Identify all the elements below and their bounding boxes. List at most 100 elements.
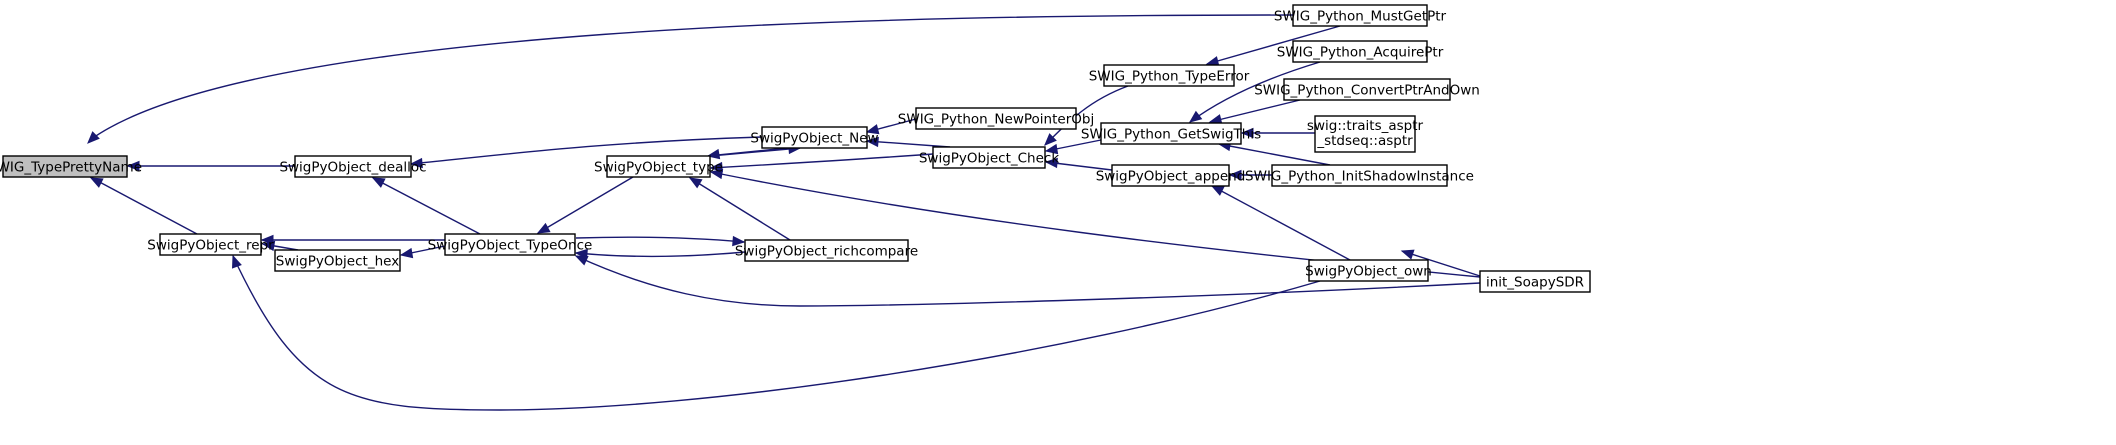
node-newptr[interactable]: SWIG_Python_NewPointerObj bbox=[898, 107, 1094, 130]
node-box bbox=[1314, 115, 1416, 153]
node-label: init_SoapySDR bbox=[1486, 275, 1584, 291]
edge-repr-to-pretty bbox=[89, 177, 198, 235]
edge-line bbox=[866, 140, 951, 148]
edge-line bbox=[689, 177, 791, 241]
node-own[interactable]: SwigPyObject_own bbox=[1305, 259, 1432, 282]
edge-type-to-typeonce bbox=[536, 176, 634, 234]
node-box bbox=[1479, 270, 1591, 293]
edge-line bbox=[575, 251, 746, 257]
edge-newptr-to-new bbox=[865, 118, 917, 135]
edge-init-to-typeonce bbox=[574, 255, 1481, 307]
edge-line bbox=[1401, 250, 1481, 277]
edge-typeerror-to-check bbox=[1044, 85, 1129, 146]
node-box bbox=[606, 155, 711, 178]
edge-check-to-new bbox=[865, 136, 951, 148]
node-box bbox=[915, 107, 1077, 130]
node-acquire[interactable]: SWIG_Python_AcquirePtr bbox=[1277, 40, 1444, 63]
edge-line bbox=[1209, 99, 1301, 123]
edge-dealloc-to-pretty bbox=[126, 160, 295, 172]
edge-line bbox=[372, 177, 481, 235]
node-label: SwigPyObject_TypeOnce bbox=[428, 238, 593, 254]
edge-acquire-to-getswig bbox=[1188, 61, 1321, 123]
edge-arrowhead bbox=[1210, 185, 1225, 196]
edge-initshadow-to-getswig bbox=[1217, 140, 1331, 166]
node-box bbox=[1292, 4, 1428, 27]
edge-arrowhead bbox=[399, 247, 414, 259]
edge-line bbox=[575, 255, 1481, 307]
node-label: SwigPyObject_Check bbox=[919, 151, 1059, 167]
edge-line bbox=[91, 177, 198, 235]
node-label: SWIG_TypePrettyName bbox=[0, 160, 142, 176]
edge-own-to-repr bbox=[232, 254, 1321, 411]
node-repr[interactable]: SwigPyObject_repr bbox=[147, 233, 274, 256]
node-label: SwigPyObject_hex bbox=[276, 254, 399, 270]
edge-new-to-dealloc bbox=[409, 136, 763, 169]
node-box bbox=[1100, 122, 1242, 145]
edge-arrowhead bbox=[232, 254, 242, 269]
node-mustget[interactable]: SWIG_Python_MustGetPtr bbox=[1274, 4, 1447, 27]
edge-line bbox=[710, 153, 934, 169]
node-initshadow[interactable]: SWIG_Python_InitShadowInstance bbox=[1245, 164, 1474, 187]
edge-init-to-own bbox=[1400, 249, 1481, 277]
edge-arrowhead bbox=[126, 160, 140, 172]
node-box bbox=[744, 239, 909, 262]
edge-rich-to-type bbox=[688, 177, 791, 241]
edge-arrowhead bbox=[1188, 110, 1203, 123]
edge-line bbox=[1211, 185, 1351, 261]
node-getswig[interactable]: SWIG_Python_GetSwigThis bbox=[1081, 122, 1261, 145]
node-box bbox=[294, 155, 412, 178]
node-label: SWIG_Python_TypeError bbox=[1089, 69, 1250, 85]
node-hex[interactable]: SwigPyObject_hex bbox=[274, 249, 401, 272]
edge-line bbox=[232, 255, 1321, 411]
node-box bbox=[2, 155, 128, 178]
node-label: SwigPyObject_type bbox=[594, 160, 723, 176]
node-type[interactable]: SwigPyObject_type bbox=[594, 155, 723, 178]
node-box bbox=[1111, 164, 1230, 187]
node-box bbox=[761, 126, 868, 149]
node-new[interactable]: SwigPyObject_New bbox=[750, 126, 879, 149]
node-rich[interactable]: SwigPyObject_richcompare bbox=[735, 239, 918, 262]
edge-arrowhead bbox=[1044, 143, 1059, 155]
edge-arrowhead bbox=[574, 255, 589, 266]
edge-arrowhead bbox=[89, 177, 104, 188]
node-init[interactable]: init_SoapySDR bbox=[1479, 270, 1591, 293]
edge-arrowhead bbox=[865, 124, 880, 135]
node-box bbox=[444, 233, 576, 256]
node-typeerror[interactable]: SWIG_Python_TypeError bbox=[1089, 64, 1250, 87]
edge-line bbox=[410, 136, 763, 165]
node-label: swig::traits_asptr bbox=[1307, 118, 1424, 134]
edge-line bbox=[575, 236, 745, 243]
node-label: SWIG_Python_NewPointerObj bbox=[898, 112, 1094, 128]
node-traits[interactable]: swig::traits_asptr_stdseq::asptr bbox=[1307, 115, 1424, 153]
edge-mustget-to-pretty bbox=[87, 14, 1294, 144]
node-label: SwigPyObject_richcompare bbox=[735, 244, 918, 260]
node-label: SWIG_Python_GetSwigThis bbox=[1081, 127, 1261, 143]
node-label: _stdseq::asptr bbox=[1316, 133, 1413, 149]
node-label: SwigPyObject_own bbox=[1305, 264, 1432, 280]
edge-getswig-to-check bbox=[1044, 139, 1102, 155]
edge-arrowhead bbox=[87, 131, 100, 144]
node-label: SwigPyObject_New bbox=[750, 131, 878, 147]
node-box bbox=[274, 249, 401, 272]
node-pretty[interactable]: SWIG_TypePrettyName bbox=[0, 155, 142, 178]
edge-line bbox=[1218, 143, 1331, 166]
edge-initshadow-to-append bbox=[1228, 169, 1272, 181]
edge-arrowhead bbox=[536, 222, 551, 234]
node-box bbox=[1103, 64, 1235, 87]
edge-arrowhead bbox=[688, 177, 703, 189]
edge-convert-to-getswig bbox=[1208, 99, 1301, 125]
node-typeonce[interactable]: SwigPyObject_TypeOnce bbox=[428, 233, 593, 256]
edge-mustget-to-typeerror bbox=[1205, 25, 1341, 67]
node-convert[interactable]: SWIG_Python_ConvertPtrAndOwn bbox=[1254, 78, 1480, 101]
node-box bbox=[1271, 164, 1448, 187]
node-label: SwigPyObject_repr bbox=[147, 238, 274, 254]
edge-typeonce-to-dealloc bbox=[371, 177, 481, 235]
node-append[interactable]: SwigPyObject_append bbox=[1096, 164, 1246, 187]
edge-arrowhead bbox=[865, 136, 879, 148]
edge-typeonce-to-repr bbox=[260, 234, 445, 246]
node-check[interactable]: SwigPyObject_Check bbox=[919, 146, 1059, 169]
node-dealloc[interactable]: SwigPyObject_dealloc bbox=[279, 155, 427, 178]
edge-line bbox=[1206, 25, 1341, 65]
